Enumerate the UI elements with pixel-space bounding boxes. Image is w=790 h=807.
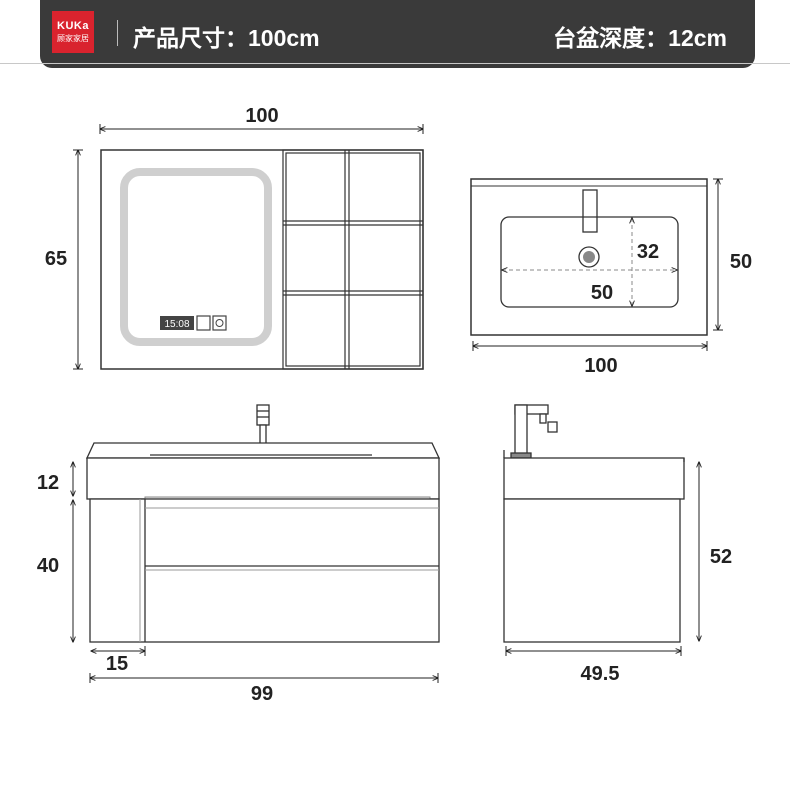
mirror-shelf-unit <box>282 149 424 370</box>
header-separator <box>117 20 118 46</box>
side-cabinet-body <box>503 498 681 643</box>
side-panel-width-label: 15 <box>106 653 128 675</box>
vanity-side-diagram: 52 49.5 <box>503 404 732 685</box>
header-banner <box>40 0 755 68</box>
basin-depth-label: 50 <box>730 251 752 273</box>
vanity-basin-body <box>86 457 440 500</box>
clock-display-text: 15:08 <box>164 319 189 330</box>
side-depth-label: 49.5 <box>581 663 620 685</box>
vanity-total-width-label: 99 <box>251 683 273 705</box>
vanity-front-diagram: 12 40 15 99 <box>37 404 441 705</box>
side-height-label: 52 <box>710 546 732 568</box>
brand-logo-subtext: 顾家家居 <box>57 34 89 43</box>
side-basin-body <box>503 457 685 500</box>
cabinet-height-label: 40 <box>37 555 59 577</box>
mirror-led-glow <box>120 168 272 346</box>
faucet-top-view <box>582 189 598 233</box>
defog-icon <box>196 315 211 331</box>
product-size-label: 产品尺寸：100cm <box>133 25 320 51</box>
clock-display <box>160 316 194 330</box>
mirror-cabinet-frame <box>100 149 424 370</box>
bowl-width-label: 50 <box>591 282 613 304</box>
brand-logo-text: KUKa <box>57 20 89 32</box>
drain-hole <box>578 246 600 268</box>
mirror-height-label: 65 <box>45 248 67 270</box>
basin-top-diagram: 32 50 50 100 <box>470 178 752 377</box>
basin-depth-label: 台盆深度：12cm <box>553 25 727 51</box>
power-icon <box>212 315 227 331</box>
basin-width-label: 100 <box>584 355 617 377</box>
basin-bowl <box>500 216 679 308</box>
bowl-depth-label: 32 <box>637 241 659 263</box>
mirror-width-label: 100 <box>245 105 278 127</box>
header-divider-line <box>0 63 790 64</box>
brand-logo: KUKa 顾家家居 <box>52 11 94 53</box>
faucet-side-view <box>510 404 558 459</box>
counter-height-label: 12 <box>37 472 59 494</box>
mirror-cabinet-diagram: 100 65 15:08 <box>45 105 424 370</box>
